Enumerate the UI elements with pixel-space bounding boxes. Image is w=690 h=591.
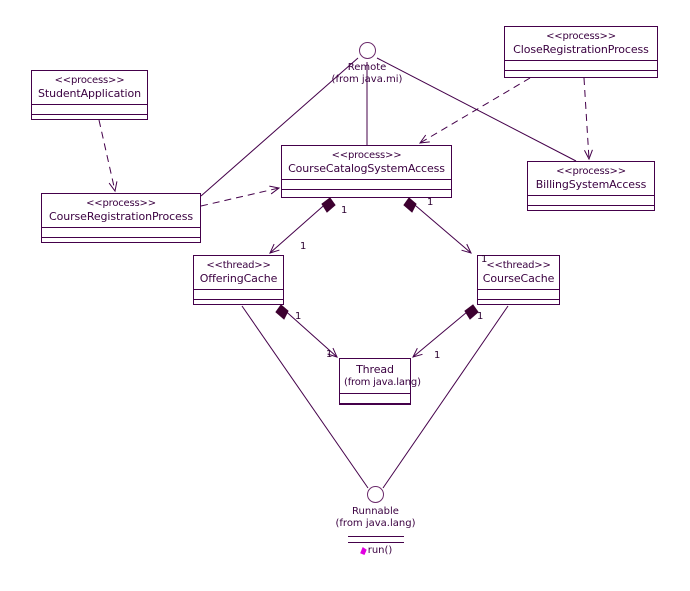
attributes-compartment bbox=[194, 289, 283, 299]
class-qualifier: (from java.lang) bbox=[344, 377, 421, 388]
interface-ball-icon bbox=[367, 486, 384, 503]
class-name: CourseRegistrationProcess bbox=[49, 210, 193, 223]
class-name: Thread bbox=[356, 363, 394, 376]
operations-compartment bbox=[282, 189, 451, 202]
attributes-compartment bbox=[32, 104, 147, 114]
attributes-compartment bbox=[505, 60, 657, 70]
class-name: StudentApplication bbox=[38, 87, 141, 100]
class-header: <<thread>> OfferingCache bbox=[194, 256, 283, 289]
class-name: BillingSystemAccess bbox=[535, 178, 647, 191]
operations-compartment bbox=[478, 299, 559, 312]
multiplicity-label: 1 bbox=[326, 349, 333, 360]
multiplicity-label: 1 bbox=[481, 254, 488, 265]
attributes-compartment bbox=[340, 393, 410, 403]
class-stereotype: <<process>> bbox=[54, 75, 125, 86]
class-header: <<process>> BillingSystemAccess bbox=[528, 162, 654, 195]
class-header: <<process>> CloseRegistrationProcess bbox=[505, 27, 657, 60]
class-course-catalog-system-access[interactable]: <<process>> CourseCatalogSystemAccess bbox=[281, 145, 452, 198]
class-stereotype: <<process>> bbox=[556, 166, 626, 177]
class-name: CloseRegistrationProcess bbox=[513, 43, 649, 56]
operations-compartment bbox=[42, 237, 200, 250]
interface-qualifier: (from java.lang) bbox=[335, 518, 416, 529]
class-stereotype: <<process>> bbox=[546, 31, 616, 42]
operations-compartment bbox=[194, 299, 283, 312]
operation-name: run() bbox=[367, 545, 393, 556]
line-closeregistration-to-coursecatalog bbox=[418, 77, 531, 144]
class-course-registration-process[interactable]: <<process>> CourseRegistrationProcess bbox=[41, 193, 201, 243]
class-name: OfferingCache bbox=[199, 272, 278, 285]
line-courseregistration-to-coursecatalog bbox=[200, 185, 281, 207]
class-course-cache[interactable]: <<thread>> CourseCache bbox=[477, 255, 560, 305]
operations-compartment bbox=[340, 403, 410, 413]
class-header: Thread (from java.lang) bbox=[340, 359, 421, 393]
operations-compartment bbox=[505, 70, 657, 83]
operations-compartment bbox=[528, 205, 654, 218]
interface-ball-icon bbox=[358, 42, 376, 59]
class-stereotype: <<thread>> bbox=[486, 260, 551, 271]
interface-name: Runnable bbox=[352, 506, 399, 517]
multiplicity-label: 1 bbox=[300, 241, 307, 252]
multiplicity-label: 1 bbox=[341, 205, 348, 216]
class-close-registration-process[interactable]: <<process>> CloseRegistrationProcess bbox=[504, 26, 658, 78]
attributes-compartment bbox=[282, 179, 451, 189]
line-studentapp-to-courseregistration bbox=[98, 119, 118, 193]
class-offering-cache[interactable]: <<thread>> OfferingCache bbox=[193, 255, 284, 305]
operation-visibility-icon bbox=[360, 547, 367, 555]
interface-name: Remote bbox=[347, 62, 387, 73]
interface-operations-separator bbox=[347, 536, 404, 543]
class-header: <<process>> CourseRegistrationProcess bbox=[42, 194, 200, 227]
attributes-compartment bbox=[528, 195, 654, 205]
class-name: CourseCache bbox=[482, 272, 555, 285]
multiplicity-label: 1 bbox=[427, 197, 434, 208]
class-student-application[interactable]: <<process>> StudentApplication bbox=[31, 70, 148, 120]
multiplicity-label: 1 bbox=[295, 311, 302, 322]
class-header: <<process>> CourseCatalogSystemAccess bbox=[282, 146, 451, 179]
interface-operation-row: run() bbox=[318, 545, 433, 557]
class-header: <<thread>> CourseCache bbox=[478, 256, 559, 289]
attributes-compartment bbox=[478, 289, 559, 299]
class-billing-system-access[interactable]: <<process>> BillingSystemAccess bbox=[527, 161, 655, 211]
attributes-compartment bbox=[42, 227, 200, 237]
line-coursecache-to-thread bbox=[412, 306, 474, 358]
class-stereotype: <<process>> bbox=[86, 198, 156, 209]
multiplicity-label: 1 bbox=[434, 350, 441, 361]
operations-compartment bbox=[32, 114, 147, 127]
interface-remote[interactable]: Remote (from java.mi) bbox=[317, 42, 417, 86]
class-name: CourseCatalogSystemAccess bbox=[288, 162, 445, 175]
interface-runnable[interactable]: Runnable (from java.lang) run() bbox=[318, 486, 433, 557]
class-header: <<process>> StudentApplication bbox=[32, 71, 147, 104]
class-stereotype: <<thread>> bbox=[206, 260, 271, 271]
interface-qualifier: (from java.mi) bbox=[331, 74, 403, 85]
line-coursecatalog-to-coursecache bbox=[408, 199, 472, 254]
multiplicity-label: 1 bbox=[477, 311, 484, 322]
line-closeregistration-to-billing bbox=[583, 77, 593, 161]
class-stereotype: <<process>> bbox=[331, 150, 402, 161]
class-thread[interactable]: Thread (from java.lang) bbox=[339, 358, 421, 405]
